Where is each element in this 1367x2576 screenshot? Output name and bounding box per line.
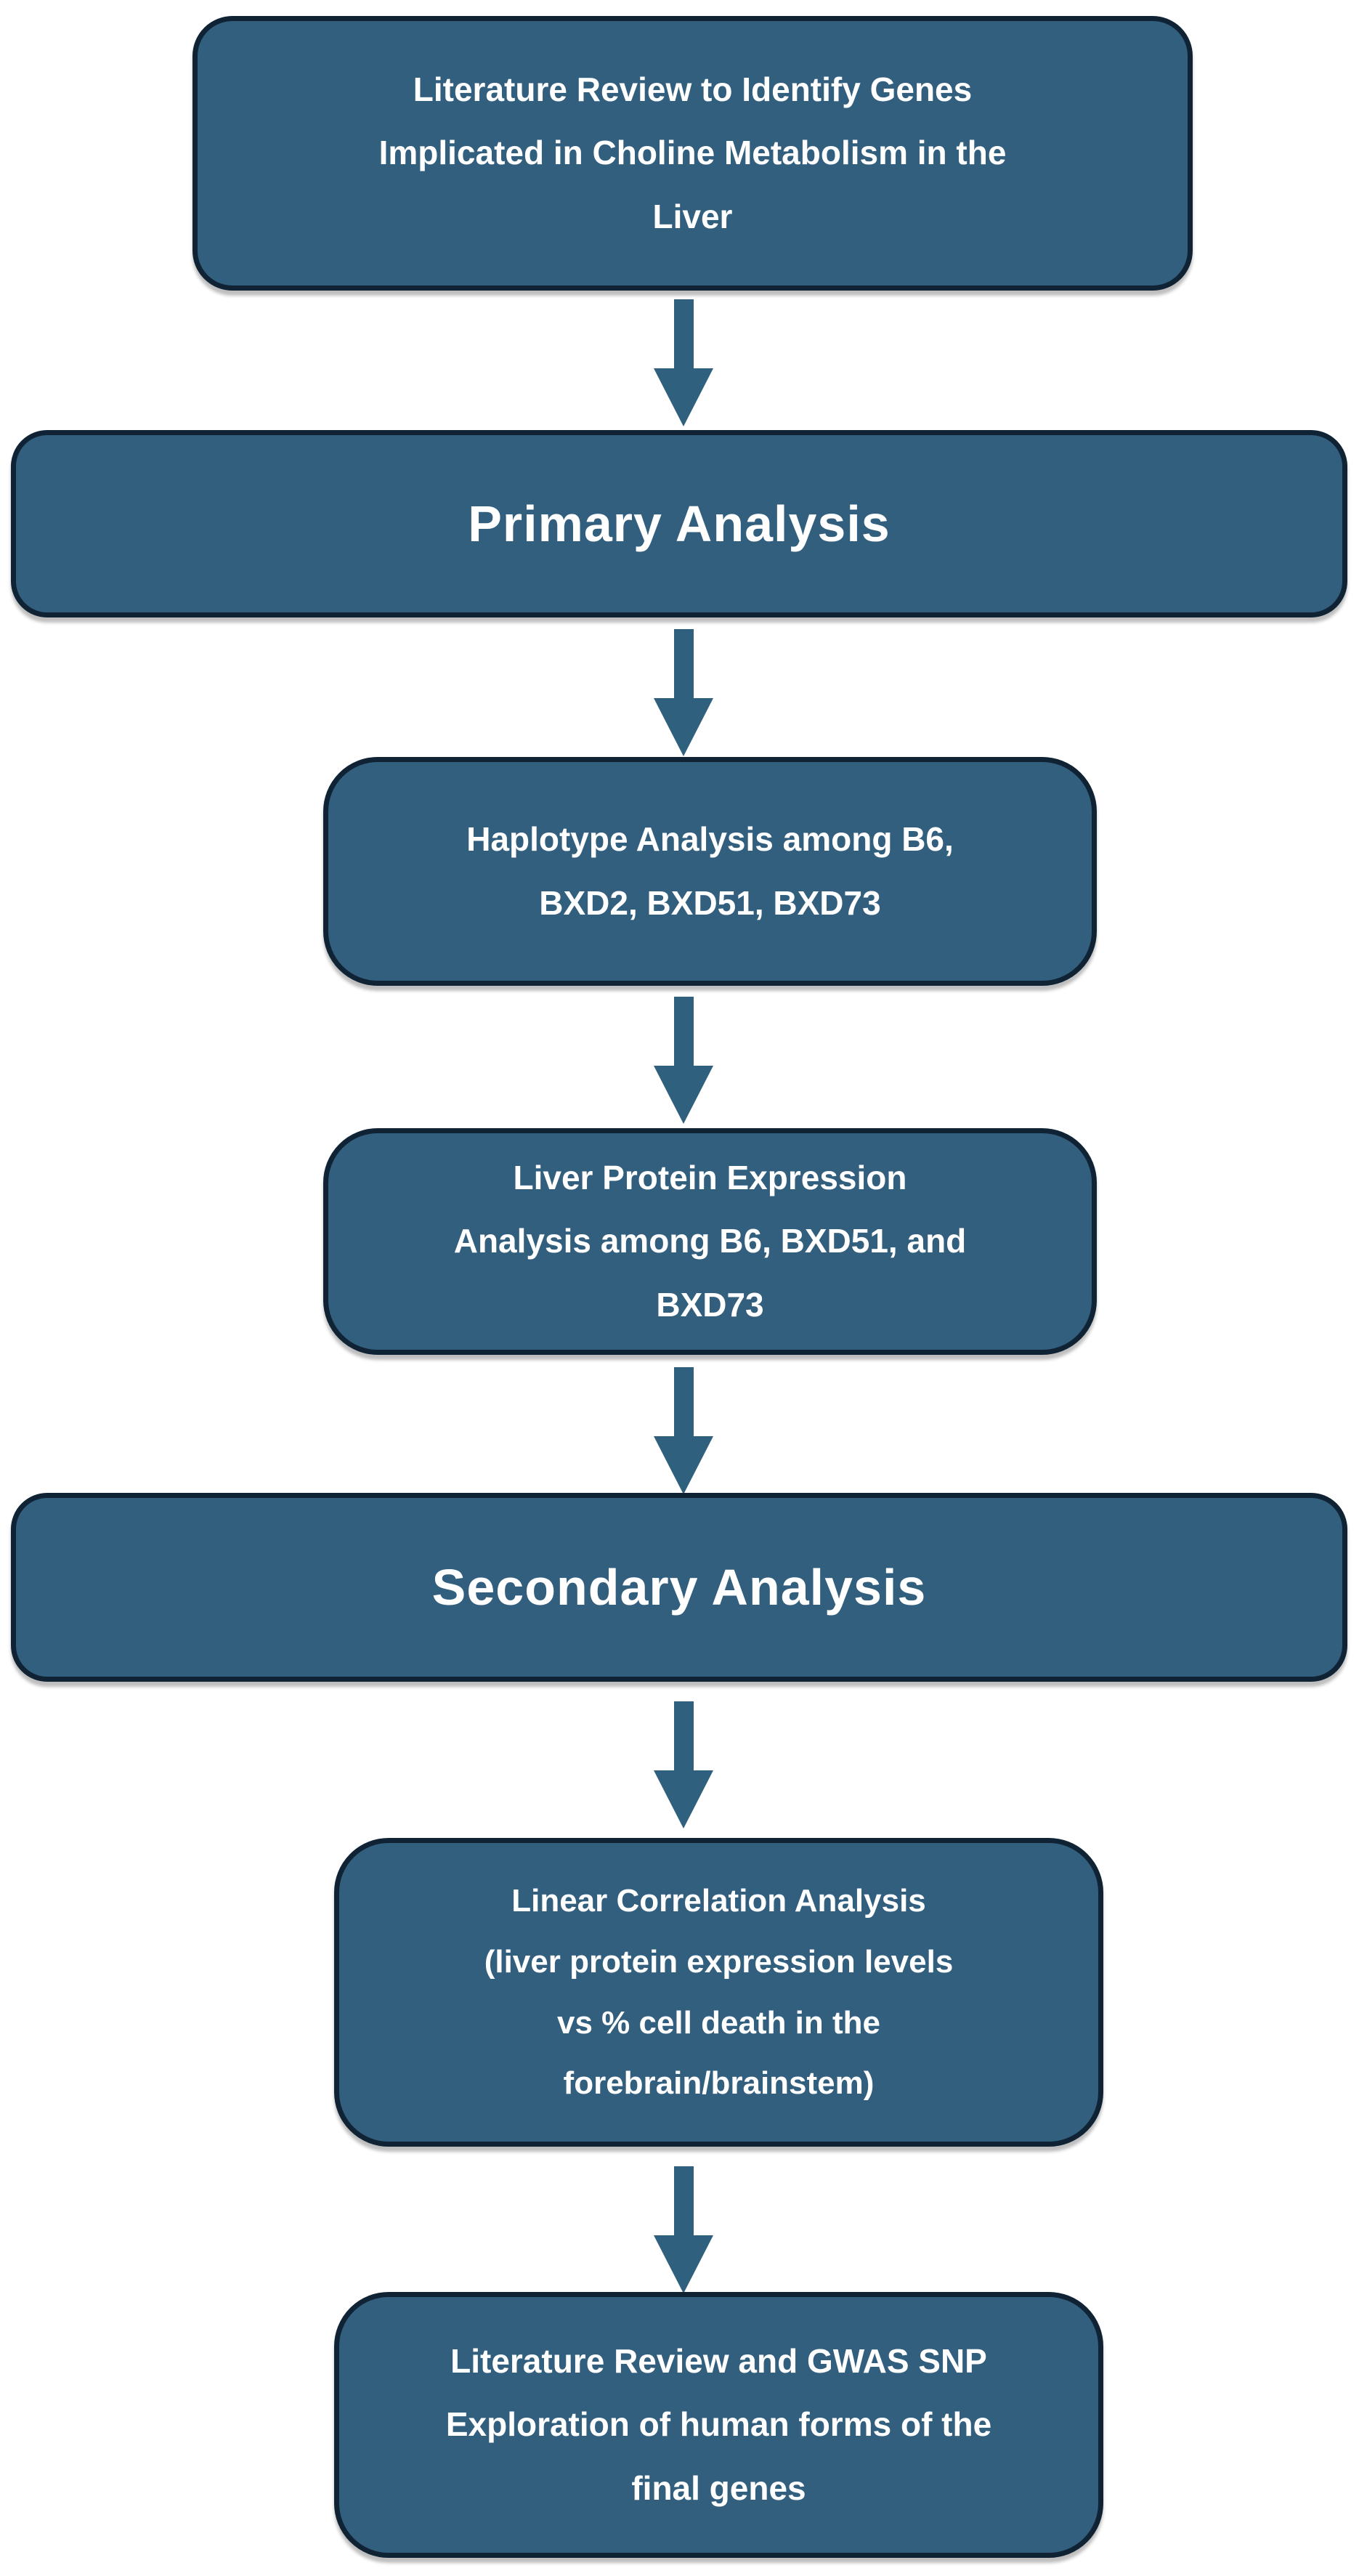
flow-node-gwas-snp-exploration: Literature Review and GWAS SNP Explorati… xyxy=(334,2292,1103,2558)
down-arrow-icon xyxy=(654,2166,713,2293)
flow-node-linear-correlation-analysis: Linear Correlation Analysis (liver prote… xyxy=(334,1838,1103,2147)
flow-node-label: Liver Protein Expression Analysis among … xyxy=(453,1158,967,1324)
flow-node-label: Literature Review and GWAS SNP Explorati… xyxy=(445,2341,992,2507)
arrow-stem xyxy=(673,629,694,698)
flow-node-label: Secondary Analysis xyxy=(431,1559,927,1616)
down-arrow-icon xyxy=(654,299,713,426)
arrow-stem xyxy=(673,1367,694,1436)
arrow-stem xyxy=(673,2166,694,2235)
flow-node-literature-review-choline: Literature Review to Identify Genes Impl… xyxy=(192,16,1193,291)
arrow-head xyxy=(654,1770,713,1828)
arrow-head xyxy=(654,2235,713,2293)
arrow-stem xyxy=(673,1701,694,1770)
flow-node-label: Haplotype Analysis among B6, BXD2, BXD51… xyxy=(466,820,954,922)
down-arrow-icon xyxy=(654,629,713,756)
flow-node-liver-protein-expression: Liver Protein Expression Analysis among … xyxy=(323,1128,1097,1355)
arrow-stem xyxy=(673,299,694,368)
flow-node-label: Linear Correlation Analysis (liver prote… xyxy=(484,1883,954,2102)
arrow-head xyxy=(654,1436,713,1494)
flow-node-primary-analysis: Primary Analysis xyxy=(11,430,1347,617)
flow-node-label: Primary Analysis xyxy=(468,495,891,552)
arrow-head xyxy=(654,1066,713,1124)
arrow-head xyxy=(654,698,713,756)
down-arrow-icon xyxy=(654,1701,713,1828)
down-arrow-icon xyxy=(654,1367,713,1494)
flow-node-haplotype-analysis: Haplotype Analysis among B6, BXD2, BXD51… xyxy=(323,757,1097,986)
arrow-stem xyxy=(673,997,694,1066)
flow-node-label: Literature Review to Identify Genes Impl… xyxy=(378,70,1007,235)
arrow-head xyxy=(654,368,713,426)
flow-node-secondary-analysis: Secondary Analysis xyxy=(11,1493,1347,1682)
down-arrow-icon xyxy=(654,997,713,1124)
